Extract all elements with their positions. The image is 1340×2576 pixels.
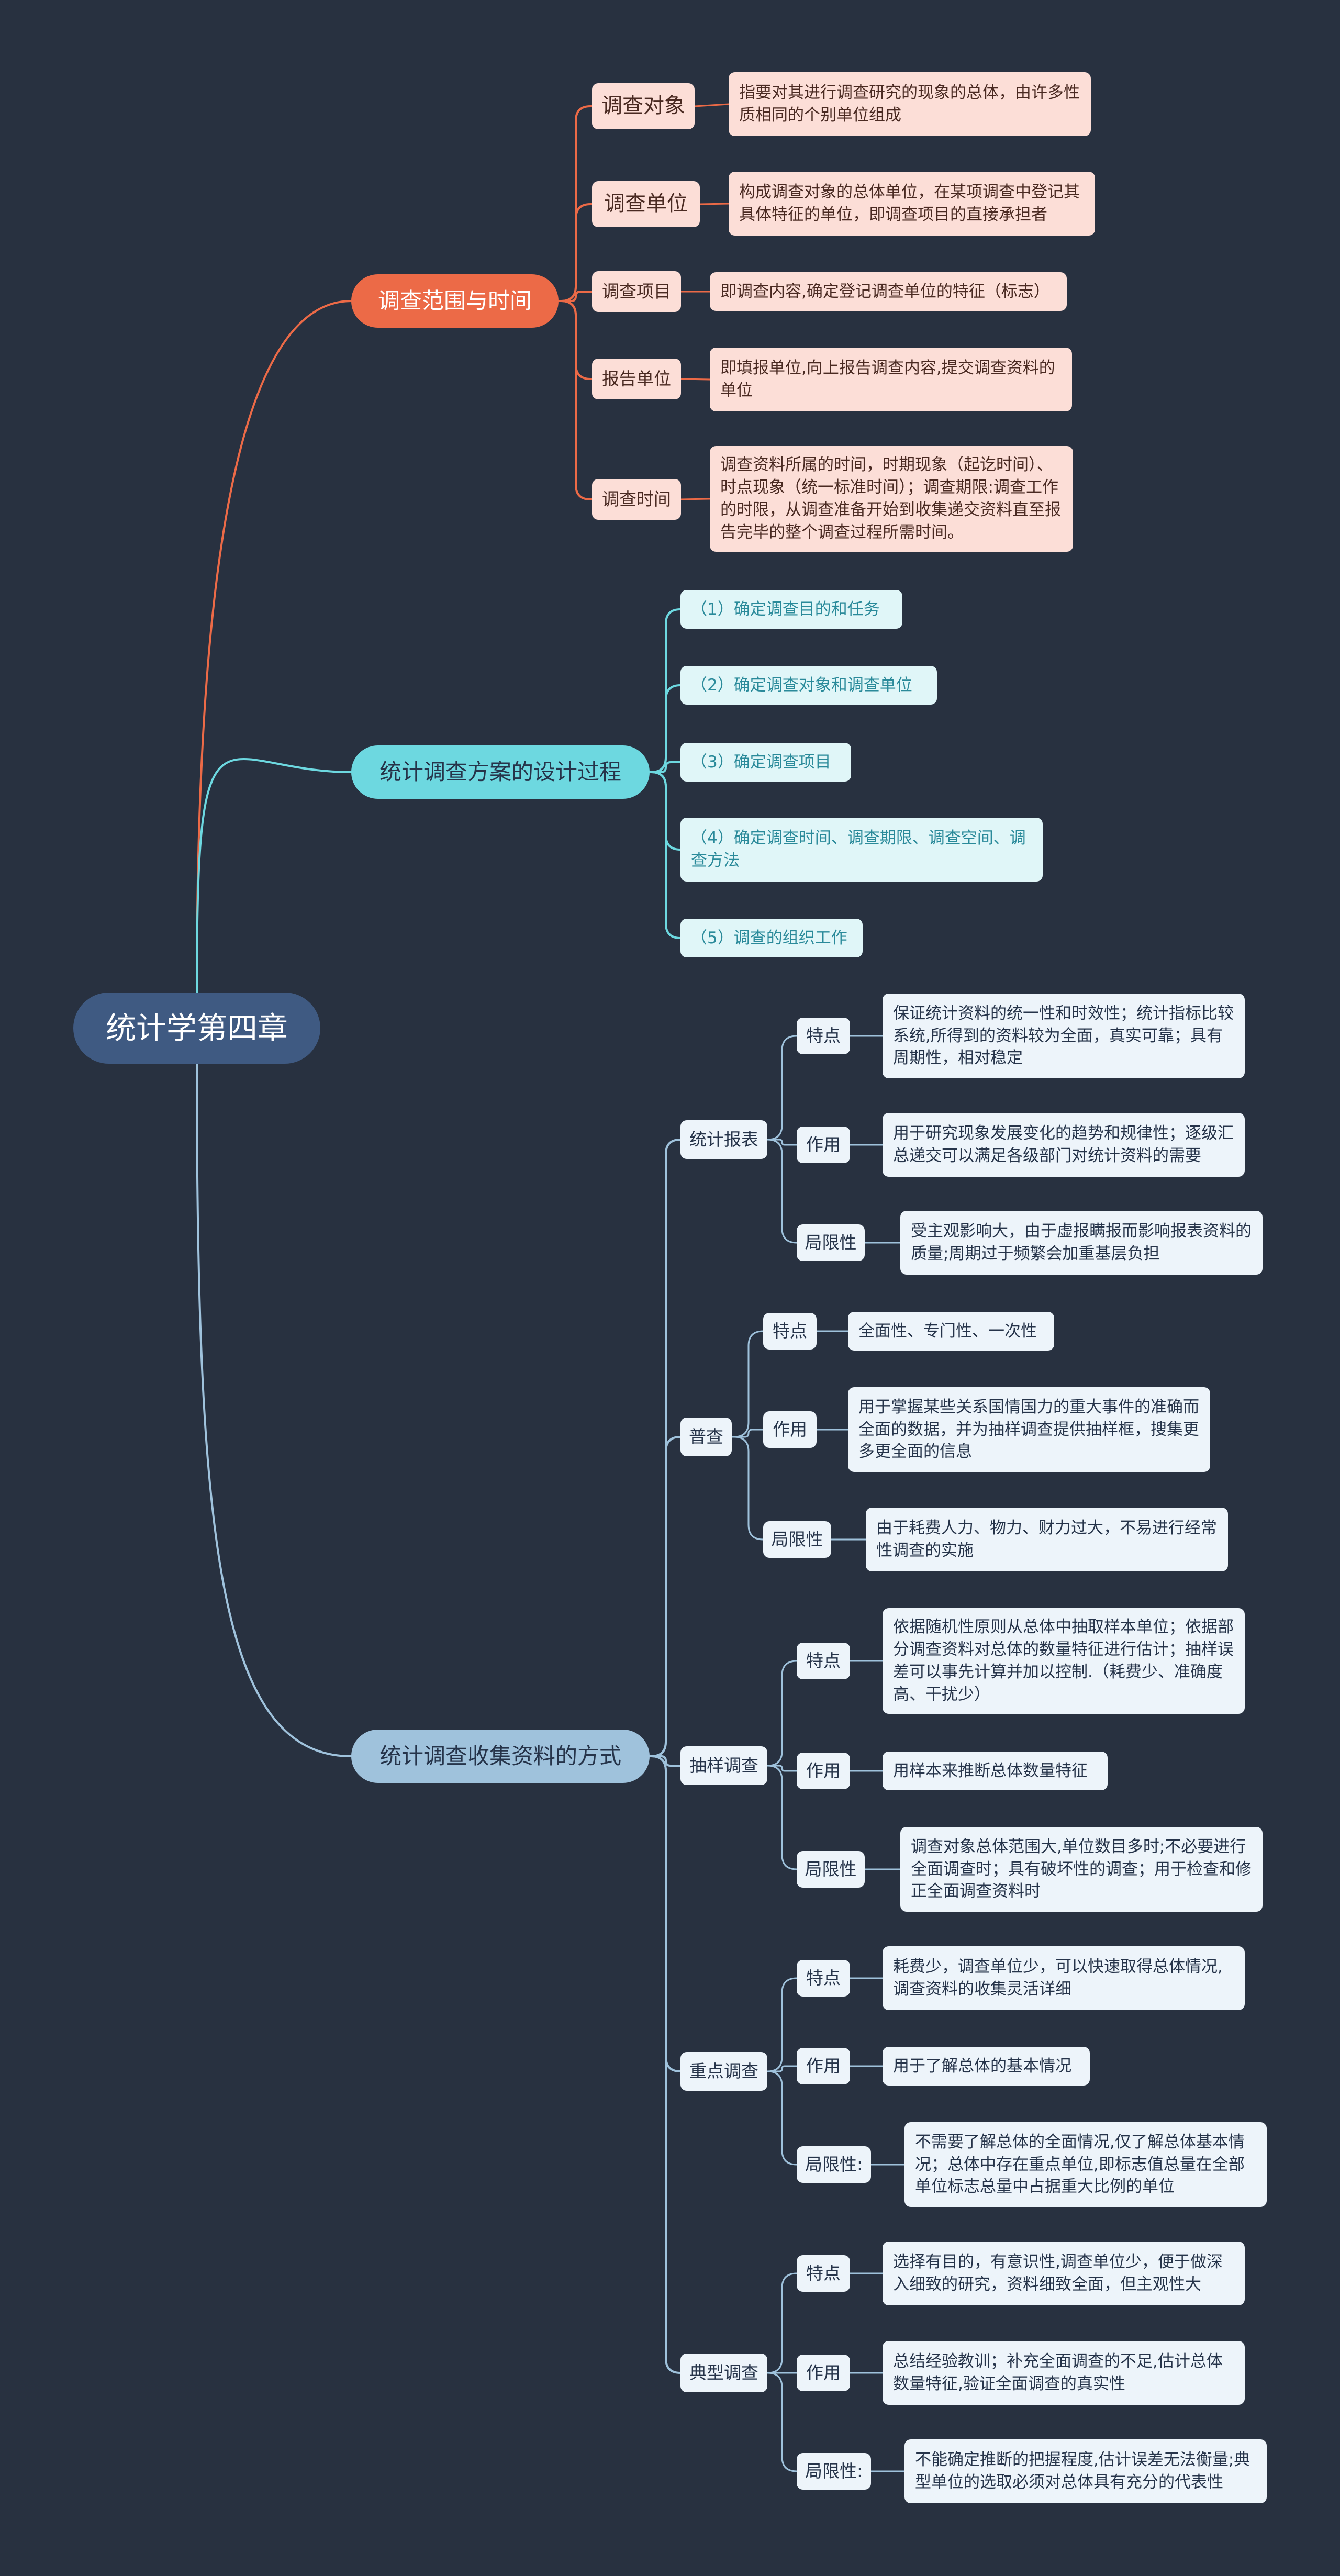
design-step-2[interactable]: （2）确定调查对象和调查单位 bbox=[680, 666, 937, 705]
scope-connector-1 bbox=[557, 203, 593, 302]
method-sampling[interactable]: 抽样调查 bbox=[680, 1746, 767, 1785]
design-connector-4 bbox=[649, 771, 682, 939]
design-connector-1 bbox=[649, 684, 682, 773]
census-connector-0 bbox=[731, 1330, 764, 1438]
branch-scope-and-time[interactable]: 调查范围与时间 bbox=[351, 274, 559, 328]
branch-collection-methods[interactable]: 统计调查收集资料的方式 bbox=[351, 1730, 650, 1783]
census-limit-text[interactable]: 由于耗费人力、物力、财力过大，不易进行经常性调查的实施 bbox=[866, 1508, 1228, 1571]
sampling-limit-label[interactable]: 局限性 bbox=[797, 1851, 865, 1888]
census-role-label[interactable]: 作用 bbox=[763, 1411, 817, 1448]
report-connector-2 bbox=[766, 1139, 798, 1244]
keypoint-connector-0 bbox=[766, 1977, 798, 2072]
report-connector-0 bbox=[766, 1035, 798, 1141]
method-statistical-report[interactable]: 统计报表 bbox=[680, 1120, 767, 1159]
typical-role-label[interactable]: 作用 bbox=[797, 2355, 850, 2391]
label-survey-object[interactable]: 调查对象 bbox=[592, 83, 695, 129]
sampling-limit-text[interactable]: 调查对象总体范围大,单位数目多时;不必要进行全面调查时；具有破坏性的调查；用于检… bbox=[900, 1827, 1263, 1912]
typical-limit-label[interactable]: 局限性: bbox=[797, 2453, 871, 2490]
keypoint-connector-2 bbox=[766, 2070, 798, 2166]
text-reporting-unit[interactable]: 即填报单位,向上报告调查内容,提交调查资料的单位 bbox=[710, 348, 1072, 411]
typical-connector-2 bbox=[766, 2372, 798, 2472]
keypoint-feature-text[interactable]: 耗费少，调查单位少，可以快速取得总体情况,调查资料的收集灵活详细 bbox=[883, 1946, 1245, 2010]
method-key-point[interactable]: 重点调查 bbox=[680, 2052, 767, 2091]
report-role-label[interactable]: 作用 bbox=[797, 1127, 850, 1163]
scope-leaf-link-3 bbox=[680, 378, 711, 381]
sampling-role-label[interactable]: 作用 bbox=[797, 1753, 850, 1789]
census-feature-text[interactable]: 全面性、专门性、一次性 bbox=[848, 1312, 1054, 1351]
keypoint-role-text[interactable]: 用于了解总体的基本情况 bbox=[883, 2047, 1090, 2086]
census-connector-2 bbox=[731, 1436, 764, 1541]
root-to-branch-design-process bbox=[196, 758, 352, 994]
label-reporting-unit[interactable]: 报告单位 bbox=[592, 359, 681, 399]
methods-connector-1 bbox=[649, 1436, 682, 1757]
scope-leaf-link-0 bbox=[694, 103, 730, 107]
scope-connector-4 bbox=[557, 300, 593, 500]
keypoint-feature-label[interactable]: 特点 bbox=[797, 1960, 850, 1997]
sampling-connector-0 bbox=[766, 1660, 798, 1767]
census-role-text[interactable]: 用于掌握某些关系国情国力的重大事件的准确而全面的数据，并为抽样调查提供抽样框，搜… bbox=[848, 1387, 1210, 1472]
sampling-feature-label[interactable]: 特点 bbox=[797, 1643, 850, 1679]
sampling-feature-text[interactable]: 依据随机性原则从总体中抽取样本单位；依据部分调查资料对总体的数量特征进行估计；抽… bbox=[883, 1608, 1245, 1714]
label-survey-items[interactable]: 调查项目 bbox=[592, 271, 681, 312]
report-feature-label[interactable]: 特点 bbox=[797, 1018, 850, 1054]
design-step-3[interactable]: （3）确定调查项目 bbox=[680, 743, 851, 782]
method-census[interactable]: 普查 bbox=[680, 1418, 732, 1456]
report-role-text[interactable]: 用于研究现象发展变化的趋势和规律性；逐级汇总递交可以满足各级部门对统计资料的需要 bbox=[883, 1113, 1245, 1177]
root-node[interactable]: 统计学第四章 bbox=[73, 993, 320, 1064]
keypoint-role-label[interactable]: 作用 bbox=[797, 2048, 850, 2084]
label-survey-time[interactable]: 调查时间 bbox=[592, 479, 681, 520]
typical-feature-text[interactable]: 选择有目的，有意识性,调查单位少，便于做深入细致的研究，资料细致全面，但主观性大 bbox=[883, 2242, 1245, 2305]
sampling-connector-1 bbox=[766, 1765, 798, 1772]
typical-feature-label[interactable]: 特点 bbox=[797, 2255, 850, 2292]
typical-role-text[interactable]: 总结经验教训；补充全面调查的不足,估计总体数量特征,验证全面调查的真实性 bbox=[883, 2341, 1245, 2405]
methods-connector-4 bbox=[649, 1755, 682, 2374]
keypoint-limit-label[interactable]: 局限性: bbox=[797, 2146, 871, 2183]
sampling-connector-2 bbox=[766, 1765, 798, 1870]
method-typical[interactable]: 典型调查 bbox=[680, 2354, 767, 2392]
census-feature-label[interactable]: 特点 bbox=[763, 1313, 817, 1350]
report-limit-label[interactable]: 局限性 bbox=[797, 1224, 865, 1261]
typical-connector-0 bbox=[766, 2272, 798, 2374]
report-limit-text[interactable]: 受主观影响大，由于虚报瞒报而影响报表资料的质量;周期过于频繁会加重基层负担 bbox=[900, 1211, 1263, 1275]
census-connector-1 bbox=[731, 1429, 764, 1438]
design-step-4[interactable]: （4）确定调查时间、调查期限、调查空间、调查方法 bbox=[680, 818, 1043, 882]
methods-connector-2 bbox=[649, 1755, 682, 1767]
keypoint-limit-text[interactable]: 不需要了解总体的全面情况,仅了解总体基本情况；总体中存在重点单位,即标志值总量在… bbox=[904, 2122, 1267, 2207]
keypoint-connector-1 bbox=[766, 2065, 798, 2072]
root-to-branch-scope-and-time bbox=[196, 300, 352, 994]
sampling-role-text[interactable]: 用样本来推断总体数量特征 bbox=[883, 1752, 1108, 1790]
text-survey-time[interactable]: 调查资料所属的时间，时期现象（起讫时间）、时点现象（统一标准时间）；调查期限:调… bbox=[710, 446, 1073, 552]
design-step-1[interactable]: （1）确定调查目的和任务 bbox=[680, 590, 902, 629]
root-to-branch-collection-methods bbox=[196, 1063, 352, 1757]
text-survey-items[interactable]: 即调查内容,确定登记调查单位的特征（标志） bbox=[710, 272, 1067, 311]
branch-design-process[interactable]: 统计调查方案的设计过程 bbox=[351, 745, 650, 799]
label-survey-unit[interactable]: 调查单位 bbox=[592, 181, 700, 227]
design-step-5[interactable]: （5）调查的组织工作 bbox=[680, 919, 863, 957]
text-survey-object[interactable]: 指要对其进行调查研究的现象的总体，由许多性质相同的个别单位组成 bbox=[729, 72, 1091, 136]
text-survey-unit[interactable]: 构成调查对象的总体单位，在某项调查中登记其具体特征的单位，即调查项目的直接承担者 bbox=[729, 172, 1095, 236]
typical-limit-text[interactable]: 不能确定推断的把握程度,估计误差无法衡量;典型单位的选取必须对总体具有充分的代表… bbox=[904, 2439, 1267, 2503]
report-connector-1 bbox=[766, 1139, 798, 1146]
report-feature-text[interactable]: 保证统计资料的统一性和时效性；统计指标比较系统,所得到的资料较为全面，真实可靠；… bbox=[883, 994, 1245, 1078]
design-connector-2 bbox=[649, 761, 682, 773]
census-limit-label[interactable]: 局限性 bbox=[763, 1521, 831, 1558]
scope-connector-2 bbox=[557, 291, 593, 302]
